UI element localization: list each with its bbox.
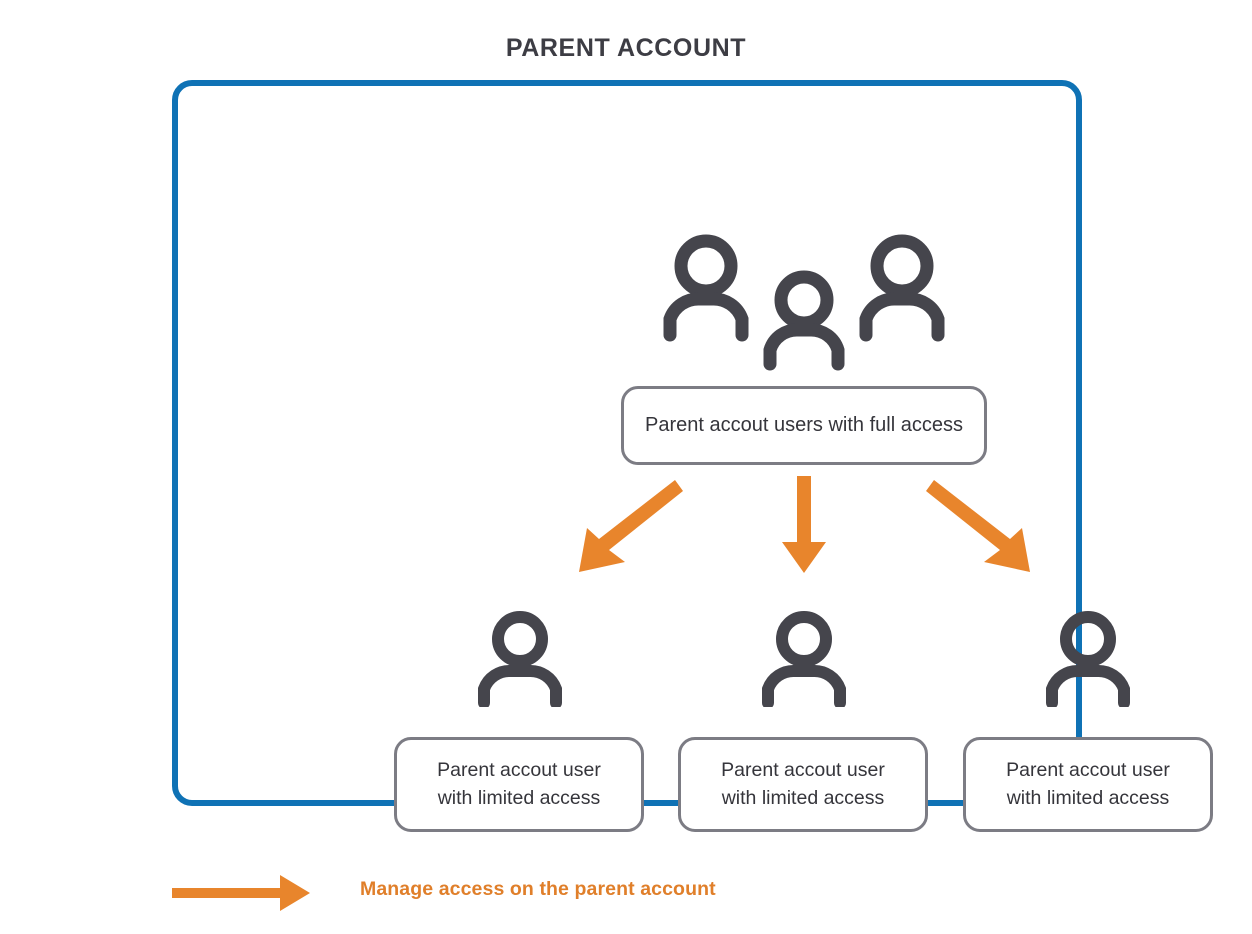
limited-access-label-box-2: Parent accout user with limited access <box>678 737 928 832</box>
person-icon <box>478 611 562 707</box>
legend: Manage access on the parent account <box>172 868 972 918</box>
arrow-down-icon <box>782 476 826 573</box>
legend-label: Manage access on the parent account <box>360 878 716 900</box>
limited-label-line-1: Parent accout user <box>437 758 601 781</box>
limited-access-label-text-2: Parent accout user with limited access <box>721 757 885 812</box>
parent-account-container: Parent accout users with full access <box>172 80 1213 832</box>
full-access-label-box: Parent accout users with full access <box>621 386 987 465</box>
arrow-down-left-icon <box>579 480 683 572</box>
arrow-right-icon <box>172 875 310 911</box>
limited-label-line-1: Parent accout user <box>721 758 885 781</box>
limited-label-line-2: with limited access <box>1006 786 1170 809</box>
full-access-label-text: Parent accout users with full access <box>645 414 963 437</box>
limited-access-label-text-1: Parent accout user with limited access <box>437 757 601 812</box>
page-title: PARENT ACCOUNT <box>505 34 747 62</box>
three-people-icon <box>663 234 945 371</box>
arrow-down-right-icon <box>926 480 1030 572</box>
limited-access-label-box-3: Parent accout user with limited access <box>963 737 1213 832</box>
person-icon <box>762 611 846 707</box>
limited-label-line-2: with limited access <box>437 786 601 809</box>
limited-access-label-box-1: Parent accout user with limited access <box>394 737 644 832</box>
limited-access-label-text-3: Parent accout user with limited access <box>1006 757 1170 812</box>
limited-label-line-2: with limited access <box>721 786 885 809</box>
person-icon <box>1046 611 1130 707</box>
limited-label-line-1: Parent accout user <box>1006 758 1170 781</box>
